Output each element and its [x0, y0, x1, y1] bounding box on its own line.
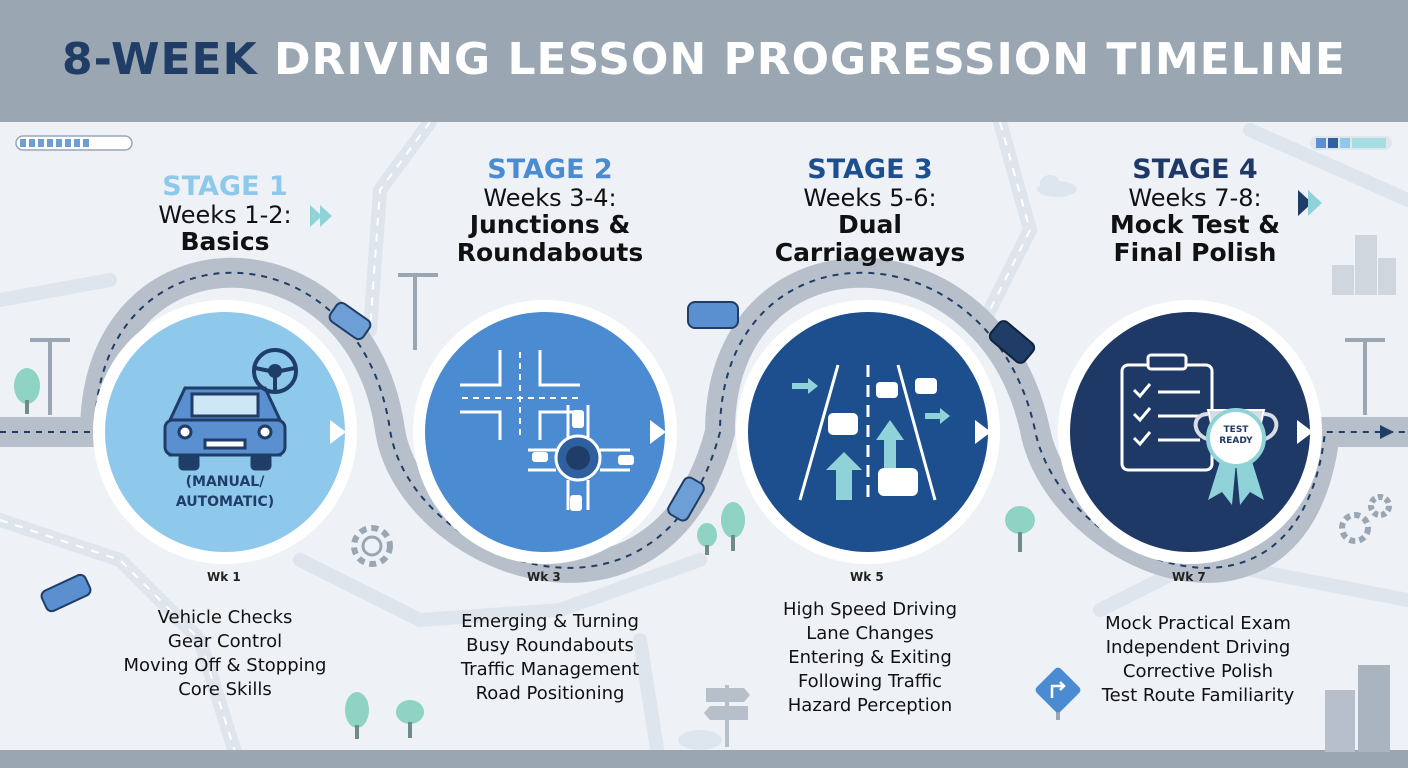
- stage4-circle: [1058, 300, 1322, 564]
- page-title: 8-WEEK DRIVING LESSON PROGRESSION TIMELI…: [0, 34, 1408, 85]
- week-marker-5: Wk 5: [850, 570, 884, 584]
- stage2-skills-list: Emerging & Turning Busy Roundabouts Traf…: [425, 610, 675, 706]
- list-item: Road Positioning: [475, 683, 625, 704]
- header-bar: [0, 0, 1408, 122]
- stage1-note-line1: (MANUAL/: [185, 474, 265, 490]
- map-road-dashes: [0, 122, 1032, 768]
- badge-line2: READY: [1219, 436, 1253, 446]
- highway-cars: [828, 378, 937, 496]
- stage2-circle: [413, 300, 677, 564]
- list-item: Hazard Perception: [787, 695, 953, 716]
- progress-indicator-right: [1310, 136, 1392, 150]
- list-item: Following Traffic: [797, 671, 943, 692]
- footer-strip: [0, 750, 1408, 768]
- stage3-arrow-icon: [975, 420, 991, 444]
- tree-icon: [14, 368, 1035, 739]
- list-item: Emerging & Turning: [461, 611, 639, 632]
- stage4-skills-list: Mock Practical Exam Independent Driving …: [1068, 612, 1328, 708]
- stage4-arrow-icon: [1297, 420, 1313, 444]
- list-item: Lane Changes: [806, 623, 934, 644]
- list-item: Busy Roundabouts: [466, 635, 634, 656]
- week-marker-7: Wk 7: [1172, 570, 1206, 584]
- stage1-transmission-note: (MANUAL/ AUTOMATIC): [145, 472, 305, 512]
- cloud-icon: [678, 175, 1077, 750]
- title-accent: 8-WEEK: [62, 34, 258, 85]
- stage1-weeks: Weeks 1-2:: [158, 200, 292, 229]
- stage4-topic-line2: Final Polish: [1113, 237, 1277, 267]
- list-item: Gear Control: [167, 631, 283, 652]
- gear-icon: [351, 494, 1392, 567]
- week-marker-1: Wk 1: [207, 570, 241, 584]
- stage2-label: STAGE 2: [487, 154, 613, 185]
- road-sign-icon: [1035, 667, 1081, 713]
- list-item: Vehicle Checks: [157, 607, 293, 628]
- stage3-skills-list: High Speed Driving Lane Changes Entering…: [745, 598, 995, 718]
- signpost-icon: [704, 685, 750, 747]
- stage2-weeks: Weeks 3-4:: [483, 183, 617, 212]
- stage1-heading: STAGE 1 Weeks 1-2: Basics: [130, 172, 320, 256]
- progress-indicator-left: [15, 135, 133, 151]
- list-item: Moving Off & Stopping: [123, 655, 327, 676]
- road-car-4: [988, 320, 1036, 364]
- junction-roundabout-icon: [460, 350, 630, 510]
- list-item: High Speed Driving: [783, 599, 957, 620]
- stage2-arrow-icon: [650, 420, 666, 444]
- car-icon: [163, 386, 287, 471]
- week-marker-3: Wk 3: [527, 570, 561, 584]
- stage2-topic-line2: Roundabouts: [456, 237, 644, 267]
- list-item: Mock Practical Exam: [1105, 613, 1291, 634]
- traffic-arrows: [792, 378, 950, 500]
- stage2-topic-line1: Junctions &: [469, 210, 631, 240]
- stage3-topic-line1: Dual: [838, 210, 902, 240]
- badge-line1: TEST: [1223, 425, 1249, 435]
- stage1-arrow-icon: [330, 420, 346, 444]
- stage3-weeks: Weeks 5-6:: [803, 183, 937, 212]
- road-car-1: [328, 301, 372, 341]
- stage1-skills-list: Vehicle Checks Gear Control Moving Off &…: [100, 606, 350, 702]
- steering-wheel-icon: [252, 348, 298, 394]
- test-ready-badge: TEST READY: [1206, 425, 1266, 447]
- stage2-heading: STAGE 2 Weeks 3-4: Junctions & Roundabou…: [440, 155, 660, 266]
- road-car-5: [40, 573, 92, 613]
- list-item: Core Skills: [178, 679, 272, 700]
- list-item: Traffic Management: [460, 659, 640, 680]
- stage4-weeks: Weeks 7-8:: [1128, 183, 1262, 212]
- list-item: Entering & Exiting: [788, 647, 952, 668]
- stage3-label: STAGE 3: [807, 154, 933, 185]
- road-car-3: [667, 476, 705, 522]
- title-rest: DRIVING LESSON PROGRESSION TIMELINE: [257, 34, 1346, 85]
- list-item: Corrective Polish: [1122, 661, 1274, 682]
- stage1-topic: Basics: [180, 227, 270, 257]
- stage4-label: STAGE 4: [1132, 154, 1258, 185]
- timeline-illustration: [0, 122, 1408, 768]
- list-item: Independent Driving: [1105, 637, 1291, 658]
- list-item: Test Route Familiarity: [1101, 685, 1295, 706]
- road-end-arrow-icon: [1380, 425, 1394, 439]
- test-ready-trophy-icon: [1193, 408, 1279, 505]
- stage4-heading: STAGE 4 Weeks 7-8: Mock Test & Final Pol…: [1085, 155, 1305, 266]
- road-car-2: [687, 301, 739, 329]
- dual-carriageway-icon: [798, 364, 937, 501]
- stage3-heading: STAGE 3 Weeks 5-6: Dual Carriageways: [760, 155, 980, 266]
- stage2-small-cars: [532, 410, 634, 511]
- building-icon: [1325, 235, 1396, 752]
- chevron-right-icon: [310, 190, 1322, 227]
- stage3-topic-line2: Carriageways: [774, 237, 966, 267]
- stage4-topic-line1: Mock Test &: [1109, 210, 1281, 240]
- stage1-label: STAGE 1: [162, 171, 288, 202]
- stage1-note-line2: AUTOMATIC): [175, 494, 275, 510]
